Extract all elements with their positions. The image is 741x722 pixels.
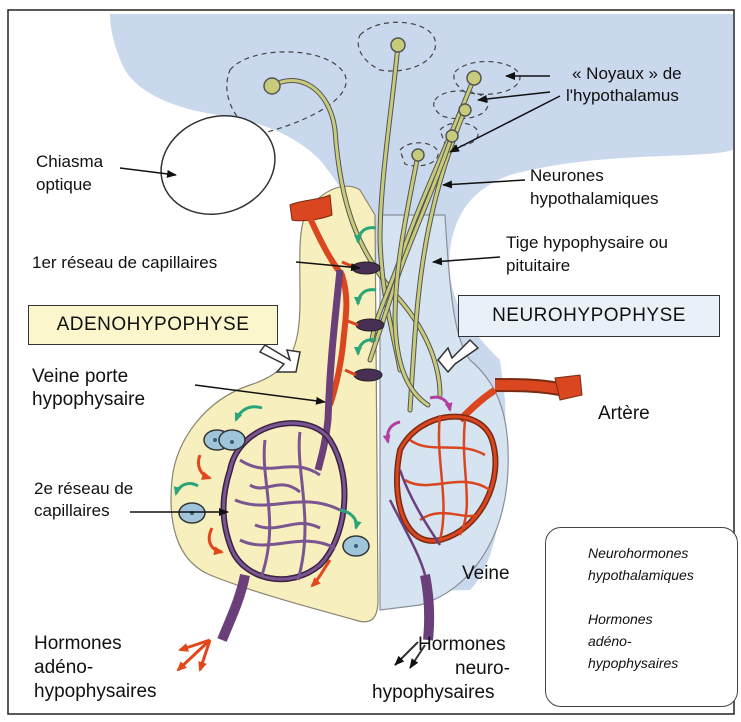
neurones-label-1: Neurones (530, 165, 604, 186)
legend-adeno-1: Hormones (588, 610, 653, 628)
legend-adeno-3: hypophysaires (588, 654, 678, 672)
neurohypophyse-box: NEUROHYPOPHYSE (458, 295, 720, 337)
noyaux-label-2: l'hypothalamus (566, 85, 679, 106)
hormones-neuro-label-3: hypophysaires (372, 681, 495, 704)
adeno-vein (222, 575, 245, 640)
tige-label-2: pituitaire (506, 255, 570, 276)
legend-neuro-1: Neurohormones (588, 544, 688, 562)
veine-porte-label-1: Veine porte (32, 365, 128, 388)
legend-neuro-2: hypothalamiques (588, 566, 694, 584)
neuro-vein (425, 575, 429, 640)
reseau2-label-2: capillaires (34, 500, 110, 521)
veine-porte-label-2: hypophysaire (32, 388, 145, 411)
artere-label: Artère (598, 402, 650, 425)
hormones-adeno-label-2: adéno- (34, 656, 93, 679)
legend-adeno-2: adéno- (588, 632, 632, 650)
hormones-adeno-label-3: hypophysaires (34, 680, 157, 703)
legend-box: Neurohormones hypothalamiques Hormones a… (545, 527, 738, 707)
neurones-label-2: hypothalamiques (530, 188, 659, 209)
chiasma-label-1: Chiasma (36, 151, 103, 172)
noyaux-label-1: « Noyaux » de (572, 63, 682, 84)
reseau1-label: 1er réseau de capillaires (32, 252, 217, 273)
hormones-adeno-label-1: Hormones (34, 632, 122, 655)
chiasma-label-2: optique (36, 174, 92, 195)
adenohypophyse-box: ADENOHYPOPHYSE (28, 305, 278, 345)
reseau2-label-1: 2e réseau de (34, 478, 133, 499)
hormones-neuro-label-2: neuro- (455, 657, 510, 680)
veine-label: Veine (462, 562, 510, 585)
tige-label-1: Tige hypophysaire ou (506, 232, 668, 253)
superior-artery (290, 195, 332, 221)
hormones-neuro-label-1: Hormones (418, 633, 506, 656)
